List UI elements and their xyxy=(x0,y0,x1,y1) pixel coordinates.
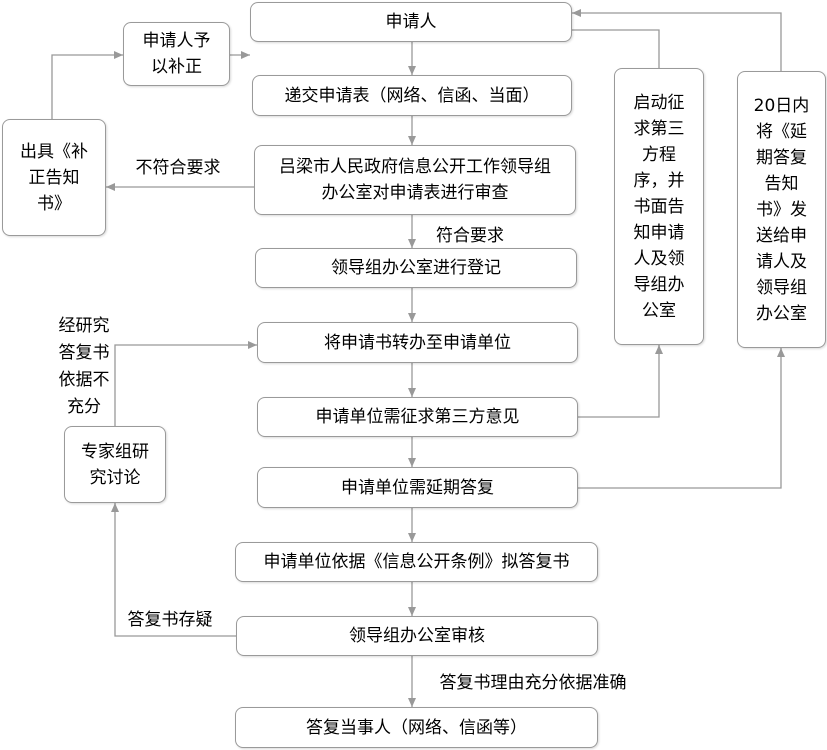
node-notice: 出具《补 正告知 书》 xyxy=(2,119,106,236)
node-delay: 申请单位需延期答复 xyxy=(257,467,578,508)
node-text-line: 书面告 xyxy=(633,196,685,217)
node-text-line: 送给申 xyxy=(756,225,807,246)
node-text-line: 申请人予 xyxy=(142,31,211,51)
node-text-line: 究讨论 xyxy=(89,467,141,488)
node-text-line: 吕梁市人民政府信息公开工作领导组 xyxy=(279,157,551,177)
node-text-line: 公室 xyxy=(642,300,676,321)
node-text: 申请单位需延期答复 xyxy=(341,477,494,498)
node-text: 递交申请表（网络、信函、当面） xyxy=(284,85,540,106)
node-text-line: 办公室 xyxy=(756,303,807,324)
label-insufficient: 经研究 答复书 依据不 充分 xyxy=(59,313,110,421)
node-third-party: 申请单位需征求第三方意见 xyxy=(257,397,578,437)
arrow-notice-to-supplement xyxy=(51,51,123,119)
node-third-party-procedure: 启动征 求第三 方程 序，并 书面告 知申请 人及领 导组办 公室 xyxy=(614,68,704,345)
node-text-line: 20日内 xyxy=(753,95,810,116)
label-doubtful: 答复书存疑 xyxy=(127,610,213,630)
node-draft: 申请单位依据《信息公开条例》拟答复书 xyxy=(235,542,598,582)
node-text-line: 出具《补 xyxy=(20,141,88,162)
node-text-line: 领导组 xyxy=(756,277,807,298)
node-text: 答复当事人（网络、信函等） xyxy=(306,717,527,738)
node-text-line: 启动征 xyxy=(633,92,685,113)
node-text-line: 书》 xyxy=(37,193,71,214)
node-text-line: 请人及 xyxy=(756,251,807,272)
node-register: 领导组办公室进行登记 xyxy=(255,248,577,288)
label-sufficient: 答复书理由充分依据准确 xyxy=(439,673,627,693)
node-delay-notice: 20日内 将《延 期答复 告知 书》发 送给申 请人及 领导组 办公室 xyxy=(737,71,826,348)
node-text: 申请单位依据《信息公开条例》拟答复书 xyxy=(263,552,570,572)
arrow-delay-notice-to-applicant xyxy=(572,9,782,71)
label-compliant: 符合要求 xyxy=(436,226,504,246)
node-text-line: 专家组研 xyxy=(81,441,149,462)
node-text: 领导组办公室进行登记 xyxy=(331,258,501,278)
node-text-line: 导组办 xyxy=(633,274,685,295)
node-submit: 递交申请表（网络、信函、当面） xyxy=(252,75,572,116)
node-text-line: 正告知 xyxy=(28,167,80,188)
label-line: 答复书 xyxy=(58,343,110,363)
node-text: 领导组办公室审核 xyxy=(349,626,485,646)
arrow-audit-to-expert xyxy=(111,503,236,637)
node-text-line: 期答复 xyxy=(756,147,807,168)
label-line: 经研究 xyxy=(58,316,110,336)
node-text-line: 序，并 xyxy=(633,170,685,191)
node-text-line: 将《延 xyxy=(756,121,807,142)
node-review: 吕梁市人民政府信息公开工作领导组 办公室对申请表进行审查 xyxy=(254,145,576,215)
node-text: 将申请书转办至申请单位 xyxy=(324,332,511,353)
line-procedure-to-applicant xyxy=(572,29,660,68)
node-text-line: 以补正 xyxy=(151,57,202,77)
node-transfer: 将申请书转办至申请单位 xyxy=(257,322,578,363)
node-supplement: 申请人予 以补正 xyxy=(123,22,230,86)
arrow-delay-to-delay-notice xyxy=(578,348,785,489)
label-not-compliant: 不符合要求 xyxy=(135,158,221,178)
arrow-expert-to-transfer xyxy=(114,341,257,426)
arrow-third-party-to-procedure xyxy=(578,345,663,418)
node-text-line: 求第三 xyxy=(633,118,685,139)
node-applicant: 申请人 xyxy=(250,2,572,42)
node-text-line: 告知 xyxy=(764,173,799,194)
node-text-line: 方程 xyxy=(642,144,676,165)
node-text-line: 人及领 xyxy=(633,248,685,269)
node-text-line: 书》发 xyxy=(756,199,807,220)
node-text: 申请单位需征求第三方意见 xyxy=(315,407,520,427)
node-text-line: 知申请 xyxy=(633,222,685,243)
node-audit: 领导组办公室审核 xyxy=(236,616,598,656)
node-text-line: 办公室对申请表进行审查 xyxy=(321,183,509,203)
node-text: 申请人 xyxy=(385,12,437,32)
node-reply: 答复当事人（网络、信函等） xyxy=(235,707,598,748)
node-expert: 专家组研 究讨论 xyxy=(64,426,166,503)
label-line: 充分 xyxy=(67,397,101,417)
label-line: 依据不 xyxy=(58,370,110,390)
